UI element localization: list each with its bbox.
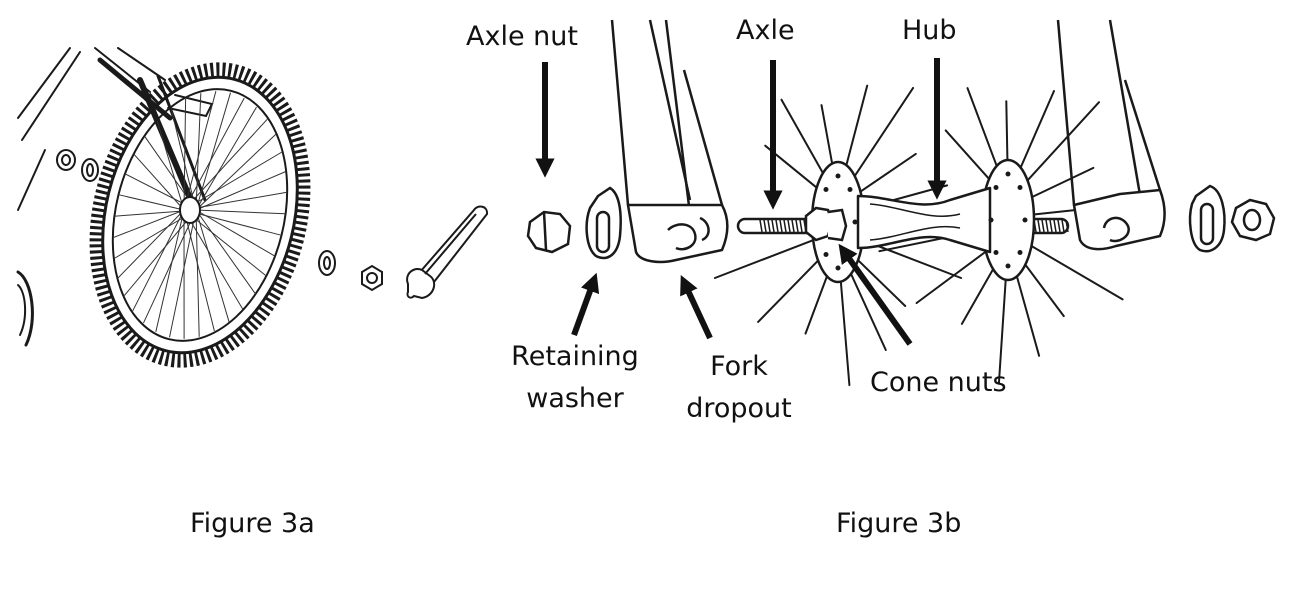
left-washer-3a xyxy=(81,158,99,182)
label-axle-nut: Axle nut xyxy=(466,21,578,52)
label-retaining-washer-line1: Retaining xyxy=(511,341,639,372)
arrow-retaining-washer xyxy=(571,272,600,337)
label-fork-dropout-line2: dropout xyxy=(686,393,792,424)
wheel-3a xyxy=(89,62,311,368)
label-fork-dropout-line1: Fork xyxy=(710,351,768,382)
arrow-fork-dropout xyxy=(680,275,713,340)
label-cone-nuts: Cone nuts xyxy=(870,367,1007,398)
right-nut-3a xyxy=(361,264,383,292)
caption-figure-3b: Figure 3b xyxy=(836,508,962,539)
cone-nuts xyxy=(804,206,848,242)
right-axle-nut xyxy=(1230,198,1276,242)
right-fork-blade xyxy=(1056,19,1166,251)
label-axle: Axle xyxy=(736,15,795,46)
right-retaining-washer xyxy=(1188,184,1226,253)
right-washer-3a xyxy=(318,250,336,276)
label-retaining-washer: Retaining washer xyxy=(505,336,645,420)
wrench-icon xyxy=(406,205,489,300)
label-fork-dropout: Fork dropout xyxy=(676,346,802,430)
left-axle-nut xyxy=(526,210,572,254)
caption-figure-3a: Figure 3a xyxy=(190,508,315,539)
left-fork-blade xyxy=(610,19,729,264)
arrow-cone-nuts xyxy=(838,243,913,346)
hub-body xyxy=(810,158,1036,284)
left-nut-3a xyxy=(56,149,76,171)
label-hub: Hub xyxy=(902,15,957,46)
label-retaining-washer-line2: washer xyxy=(526,383,624,414)
left-retaining-washer xyxy=(585,186,622,260)
